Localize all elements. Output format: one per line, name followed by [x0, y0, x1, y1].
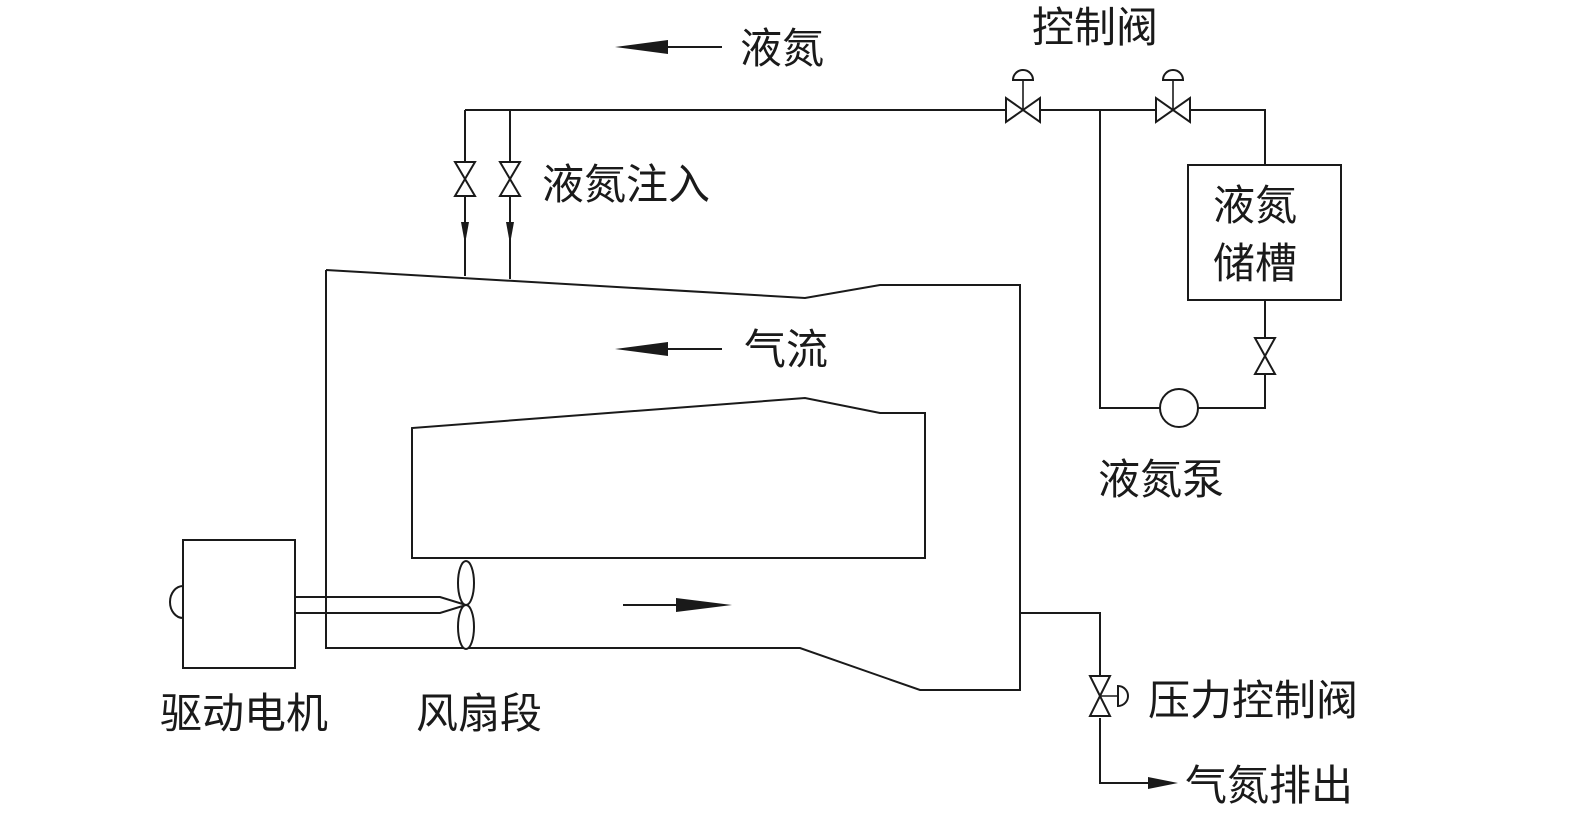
pressure-control-valve-label: 压力控制阀: [1148, 676, 1358, 725]
injection-arrow-1: [461, 222, 469, 244]
fan-section-label: 风扇段: [416, 689, 542, 738]
test-section-flow-arrow: [623, 598, 732, 612]
pressure-control-valve: [1088, 675, 1129, 717]
tunnel-outer-wall: [325, 269, 1021, 691]
drive-shaft: [295, 596, 470, 614]
liquid-nitrogen-pump: [1159, 388, 1199, 428]
control-valve-1: [1005, 69, 1041, 124]
storage-tank: [1187, 164, 1342, 301]
liquid-nitrogen-flow-arrow: [615, 40, 722, 54]
control-valve-2: [1155, 69, 1191, 124]
control-valve-label: 控制阀: [1032, 3, 1158, 52]
airflow-arrow: [615, 342, 722, 356]
drive-motor-label: 驱动电机: [160, 689, 328, 738]
injection-valve-2: [498, 161, 522, 197]
tank-outlet-valve: [1253, 337, 1277, 375]
exhaust-arrow: [1148, 777, 1178, 789]
storage-tank-label-line2: 储槽: [1213, 239, 1297, 288]
exhaust-pipe: [1020, 612, 1150, 784]
liquid-nitrogen-main-pipe: [465, 109, 1266, 409]
injection-valve-1: [453, 161, 477, 197]
liquid-nitrogen-label: 液氮: [740, 24, 824, 73]
storage-tank-label-line1: 液氮: [1213, 181, 1297, 230]
liquid-nitrogen-injection-label: 液氮注入: [542, 160, 710, 209]
liquid-nitrogen-pump-label: 液氮泵: [1098, 455, 1224, 504]
injection-arrow-2: [506, 222, 514, 244]
drive-motor: [169, 539, 296, 669]
airflow-label: 气流: [744, 325, 828, 374]
nitrogen-gas-exhaust-label: 气氮排出: [1185, 761, 1353, 810]
fan-blades: [457, 560, 475, 650]
tunnel-inner-wall: [411, 396, 926, 559]
